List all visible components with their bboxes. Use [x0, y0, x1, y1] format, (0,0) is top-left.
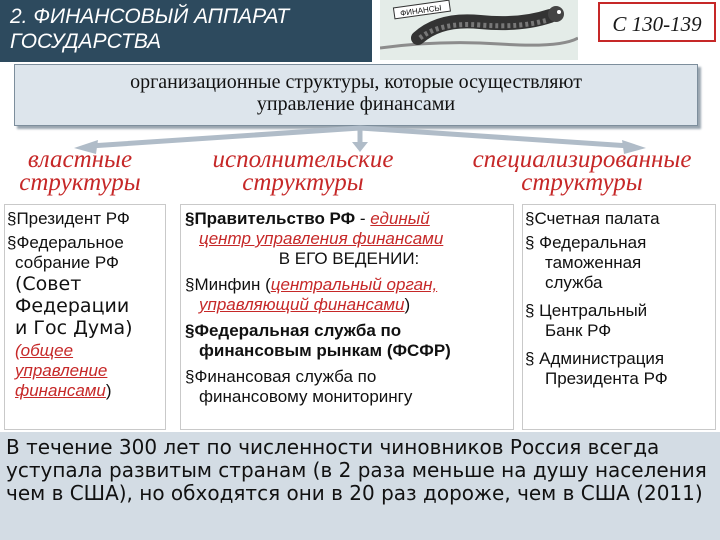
- definition-box: организационные структуры, которые осуще…: [14, 64, 698, 126]
- list-item: §Федеральное: [7, 233, 124, 252]
- minfin-item: §Минфин: [185, 275, 261, 294]
- government-item: §Правительство РФ: [185, 209, 356, 228]
- specialized-structures-list: §Счетная палата § Федеральная таможенная…: [522, 204, 716, 430]
- parenthetical-line: (Совет: [15, 273, 82, 295]
- branch-arrows: [74, 125, 646, 154]
- list-item: §Счетная палата: [525, 209, 660, 228]
- list-item: § Центральный: [525, 301, 648, 320]
- arrow-center-head: [352, 142, 368, 152]
- arrow-left-head: [74, 140, 98, 154]
- list-item-continued: Банк РФ: [545, 321, 612, 340]
- title-bar: [0, 0, 372, 62]
- page-range-badge: С 130-139: [598, 2, 716, 42]
- paren-open: (: [260, 275, 271, 294]
- slide-title: 2. ФИНАНСОВЫЙ АППАРАТ ГОСУДАРСТВА: [10, 5, 290, 53]
- footer-note: В течение 300 лет по численности чиновни…: [6, 435, 707, 505]
- note-close: ): [105, 381, 112, 400]
- government-role: единый: [370, 209, 430, 228]
- list-item: §Президент РФ: [7, 209, 130, 228]
- parenthetical-line: и Гос Дума): [15, 317, 133, 339]
- category-executive-structures: исполнительские структуры: [212, 146, 394, 196]
- power-structures-list: §Президент РФ §Федеральное собрание РФ (…: [4, 204, 166, 430]
- finmonitoring-item: §Финансовая служба по: [185, 367, 377, 386]
- fsfr-item: §Федеральная служба по: [185, 321, 402, 340]
- minfin-role: центральный орган,: [270, 275, 438, 294]
- finmonitoring-item-continued: финансовому мониторингу: [199, 387, 413, 406]
- list-item: § Администрация: [525, 349, 665, 368]
- subordinate-heading: В ЕГО ВЕДЕНИИ:: [278, 249, 420, 268]
- cartoon-illustration: ФИНАНСЫ: [380, 0, 578, 60]
- parenthetical-line: Федерации: [15, 295, 130, 317]
- list-item-continued: таможенная: [545, 253, 642, 272]
- caterpillar-cartoon-image: ФИНАНСЫ: [380, 0, 578, 60]
- fsfr-item-continued: финансовым рынкам (ФСФР): [199, 341, 451, 360]
- list-item-continued: служба: [545, 273, 603, 292]
- note-line: (общее: [15, 341, 74, 360]
- government-role-continued: центр управления финансами: [199, 229, 444, 248]
- note-line: управление: [15, 361, 108, 380]
- footer-panel: [0, 432, 720, 540]
- executive-structures-list: §Правительство РФ - единый центр управле…: [180, 204, 514, 430]
- category-power-structures: властные структуры: [19, 146, 141, 196]
- category-specialized-structures: специализированные структуры: [472, 146, 692, 196]
- minfin-role-continued: управляющий финансами: [199, 295, 405, 314]
- list-item-continued: Президента РФ: [545, 369, 668, 388]
- note-line: финансами: [15, 381, 106, 400]
- arrow-right-head: [622, 140, 646, 154]
- list-item: § Федеральная: [525, 233, 647, 252]
- paren-close: ): [404, 295, 411, 314]
- dash: -: [355, 209, 371, 228]
- list-item-continued: собрание РФ: [15, 253, 119, 272]
